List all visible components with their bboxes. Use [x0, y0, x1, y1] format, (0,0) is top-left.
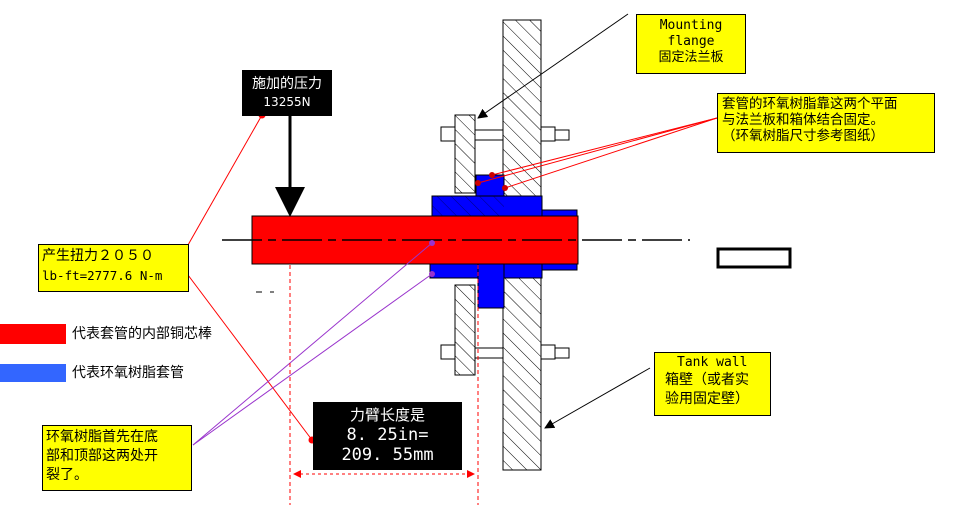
crack-point — [429, 271, 435, 277]
crack-leaders — [192, 242, 433, 446]
crack-line2: 部和顶部这两处开 — [46, 448, 158, 464]
epoxy-fix-line2: 与法兰板和箱体结合固定。 — [722, 112, 884, 128]
applied-pressure-value: 13255N — [263, 95, 311, 109]
crack-line3: 裂了。 — [46, 467, 88, 483]
mounting-flange-en-line2: flange — [667, 34, 715, 49]
mounting-flange-en-line1: Mounting — [659, 18, 723, 33]
epoxy-fix-point — [475, 180, 481, 186]
tank-wall-en: Tank wall — [677, 355, 748, 370]
legend-copper-label: 代表套管的内部铜芯棒 — [72, 326, 212, 342]
epoxy-fix-point — [489, 172, 495, 178]
epoxy-fix-line3: （环氧树脂尺寸参考图纸） — [722, 128, 884, 144]
torque-line1: 产生扭力２０５０ — [42, 248, 154, 264]
epoxy-fix-leaders — [477, 117, 718, 189]
legend-copper-swatch — [0, 324, 66, 344]
flange-bolts — [440, 126, 570, 360]
legend-epoxy-label: 代表环氧树脂套管 — [72, 365, 184, 381]
terminal-outline — [716, 247, 792, 269]
mounting-flange — [454, 114, 476, 376]
torque-leader — [187, 274, 313, 441]
moment-arm-value-in: 8. 25in= — [346, 425, 429, 445]
tank-wall-callout: Tank wall 箱壁（或者实 验用固定壁） — [654, 352, 771, 416]
leader-arrow-icon — [544, 367, 651, 429]
moment-arm-callout: 力臂长度是 8. 25in= 209. 55mm — [313, 402, 462, 470]
mounting-flange-callout: Mounting flange 固定法兰板 — [636, 14, 746, 74]
crack-point — [429, 240, 435, 246]
torque-leader — [187, 114, 263, 246]
moment-arm-title: 力臂长度是 — [349, 406, 425, 424]
epoxy-fix-point — [502, 185, 508, 191]
leader-arrow-icon — [477, 13, 629, 119]
mounting-flange-cn: 固定法兰板 — [658, 50, 724, 65]
applied-pressure-callout: 施加的压力 13255N — [242, 70, 332, 116]
torque-callout: 产生扭力２０５０ lb-ft=2777.6 N-m — [38, 244, 189, 292]
torque-line2: lb-ft=2777.6 N-m — [42, 268, 163, 283]
epoxy-fix-line1: 套管的环氧树脂靠这两个平面 — [722, 96, 898, 112]
crack-callout: 环氧树脂首先在底 部和顶部这两处开 裂了。 — [42, 425, 192, 491]
tank-wall-cn-line1: 箱壁（或者实 — [665, 372, 749, 388]
applied-pressure-title: 施加的压力 — [252, 76, 322, 92]
moment-arm-value-mm: 209. 55mm — [341, 445, 434, 465]
tank-wall-cn-line2: 验用固定壁） — [665, 391, 749, 407]
crack-line1: 环氧树脂首先在底 — [46, 429, 158, 445]
legend-epoxy-swatch — [0, 364, 66, 382]
epoxy-fix-callout: 套管的环氧树脂靠这两个平面 与法兰板和箱体结合固定。 （环氧树脂尺寸参考图纸） — [717, 93, 935, 153]
